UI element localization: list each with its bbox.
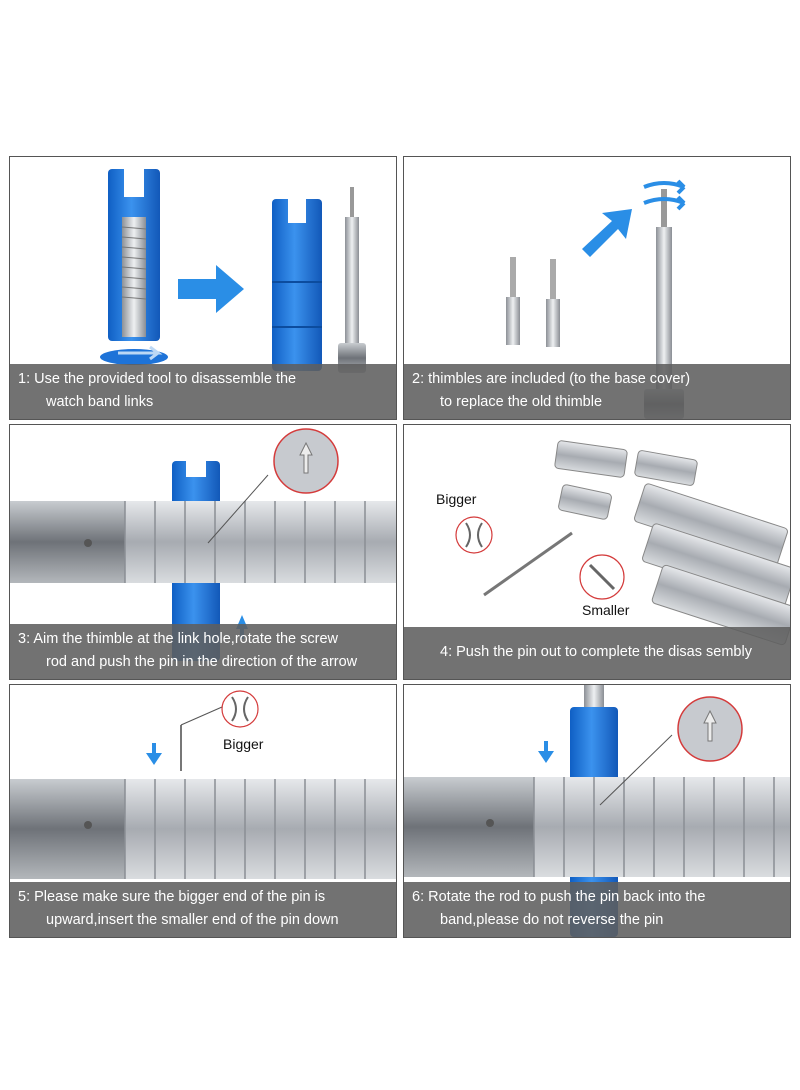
step-5-illustration xyxy=(10,690,396,879)
step-6-number: 6 xyxy=(412,889,421,905)
step-5-panel: Bigger 5: Please make sure the bigger en… xyxy=(9,684,397,938)
loose-screw-rod xyxy=(345,217,359,347)
step-3-number: 3 xyxy=(18,631,27,647)
bigger-label: Bigger xyxy=(436,491,477,507)
step-1-panel: 1: Use the provided tool to disassemble … xyxy=(9,156,397,420)
band-links xyxy=(554,440,790,646)
step-3-illustration xyxy=(10,428,396,661)
step-6-illustration xyxy=(404,685,790,937)
step-4-number: 4 xyxy=(440,644,449,660)
step-4-panel: Bigger Smaller 4: Push the pin out to co… xyxy=(403,424,791,680)
step-4-caption: 4: Push the pin out to complete the disa… xyxy=(404,627,790,679)
band-clasp xyxy=(404,777,534,877)
step-4-illustration xyxy=(455,440,790,646)
step-2-number: 2 xyxy=(412,371,421,387)
smaller-label: Smaller xyxy=(582,602,630,618)
step-5-line2: upward,insert the smaller end of the pin… xyxy=(46,912,339,928)
step-3-line1: Aim the thimble at the link hole,rotate … xyxy=(33,631,338,647)
thimble-1 xyxy=(506,257,520,345)
step-6-caption: 6: Rotate the rod to push the pin back i… xyxy=(404,882,790,937)
diagonal-arrow-icon xyxy=(582,209,632,257)
step-1-line1: Use the provided tool to disassemble the xyxy=(34,371,297,387)
bigger-end-circle xyxy=(455,516,493,554)
right-arrow-icon xyxy=(178,265,244,313)
link-tool-empty xyxy=(272,199,322,371)
band-clasp xyxy=(10,779,125,879)
bigger-label: Bigger xyxy=(223,736,264,752)
step-2-panel: 2: thimbles are included (to the base co… xyxy=(403,156,791,420)
step-5-number: 5 xyxy=(18,889,27,905)
rotate-arrow-icon xyxy=(643,179,686,195)
step-1-caption: 1: Use the provided tool to disassemble … xyxy=(10,364,396,419)
step-2-caption: 2: thimbles are included (to the base co… xyxy=(404,364,790,419)
step-4-line1: Push the pin out to complete the disas s… xyxy=(456,644,752,660)
down-arrow-icon xyxy=(538,741,554,763)
step-3-line2: rod and push the pin in the direction of… xyxy=(46,654,358,670)
bigger-end-circle xyxy=(221,690,259,728)
pin xyxy=(483,531,573,597)
down-arrow-icon xyxy=(146,743,162,765)
step-5-caption: 5: Please make sure the bigger end of th… xyxy=(10,882,396,937)
step-1-illustration xyxy=(100,169,366,373)
step-1-line2: watch band links xyxy=(46,394,154,410)
thimble-2 xyxy=(546,259,560,347)
step-2-line2: to replace the old thimble xyxy=(440,394,603,410)
band-clasp xyxy=(10,501,125,583)
step-5-line1: Please make sure the bigger end of the p… xyxy=(34,889,326,905)
step-3-caption: 3: Aim the thimble at the link hole,rota… xyxy=(10,624,396,679)
step-3-panel: 3: Aim the thimble at the link hole,rota… xyxy=(9,424,397,680)
step-6-panel: 6: Rotate the rod to push the pin back i… xyxy=(403,684,791,938)
step-2-illustration xyxy=(506,179,686,419)
step-2-line1: thimbles are included (to the base cover… xyxy=(428,371,691,387)
step-6-line1: Rotate the rod to push the pin back into… xyxy=(428,889,706,905)
replacement-screw-rod xyxy=(656,227,672,407)
step-6-line2: band,please do not reverse the pin xyxy=(440,912,664,928)
step-1-number: 1 xyxy=(18,371,27,387)
